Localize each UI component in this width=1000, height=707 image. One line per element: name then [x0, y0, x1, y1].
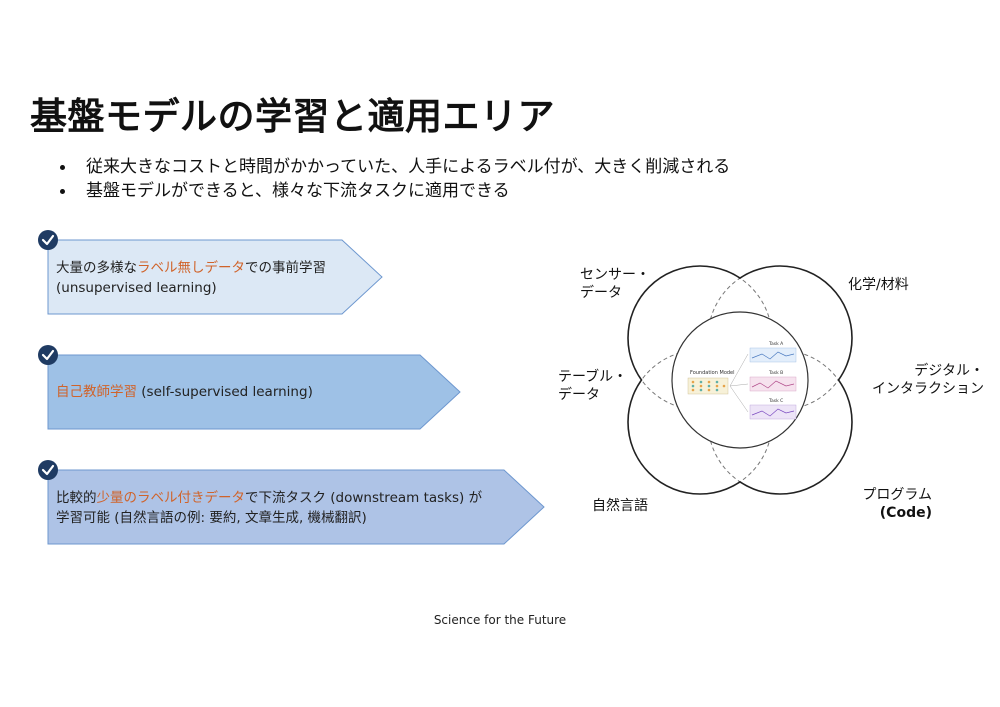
- task-c-curve: [751, 408, 795, 417]
- step-text-post: での事前学習: [245, 260, 326, 276]
- task-c-panel: [749, 404, 797, 420]
- step-unsupervised: 大量の多様なラベル無しデータでの事前学習 (unsupervised learn…: [38, 230, 383, 315]
- label-line: (Code): [879, 505, 932, 521]
- label-line: 化学/材料: [848, 277, 909, 293]
- bullet-text: 従来大きなコストと時間がかかっていた、人手によるラベル付が、大きく削減される: [86, 157, 731, 177]
- task-a-label: Task A: [768, 341, 784, 347]
- checkmark-icon: [38, 460, 58, 480]
- step-text: 比較的少量のラベル付きデータで下流タスク (downstream tasks) …: [56, 488, 482, 528]
- label-line: インタラクション: [872, 381, 984, 397]
- label-line: 自然言語: [592, 498, 648, 514]
- step-text-pre: 大量の多様な: [56, 260, 137, 276]
- step-arrow-shape: [47, 239, 383, 315]
- bullet-text: 基盤モデルができると、様々な下流タスクに適用できる: [86, 181, 510, 201]
- label-line: デジタル・: [914, 363, 984, 379]
- checkmark-icon: [38, 345, 58, 365]
- page-title: 基盤モデルの学習と適用エリア: [30, 95, 555, 138]
- venn-diagram: Foundation Model Task A Task B Task C: [627, 265, 853, 495]
- venn-outline: [740, 265, 853, 380]
- task-b-curve: [751, 380, 795, 389]
- task-c-label: Task C: [768, 398, 783, 404]
- venn-outline: [740, 380, 853, 495]
- step-text-pre: 比較的: [56, 490, 97, 506]
- step-text-line2: 学習可能 (自然言語の例: 要約, 文章生成, 機械翻訳): [56, 510, 367, 526]
- step-text: 大量の多様なラベル無しデータでの事前学習 (unsupervised learn…: [56, 258, 326, 298]
- label-digital-interaction: デジタル・ インタラクション: [866, 362, 984, 398]
- step-arrow-shape: [47, 469, 545, 545]
- bullet-item: 基盤モデルができると、様々な下流タスクに適用できる: [58, 179, 730, 203]
- label-line: プログラム: [862, 487, 932, 503]
- neural-net-icon: [687, 377, 729, 395]
- step-highlight: 自己教師学習: [56, 384, 137, 400]
- label-sensor-data: センサー・ データ: [580, 266, 650, 302]
- task-a-panel: [749, 347, 797, 363]
- task-b-label: Task B: [768, 370, 783, 376]
- label-table-data: テーブル・ データ: [558, 368, 627, 404]
- label-chemistry: 化学/材料: [848, 276, 909, 294]
- step-text: 自己教師学習 (self-supervised learning): [56, 382, 313, 402]
- step-highlight: 少量のラベル付きデータ: [96, 490, 246, 506]
- label-line: データ: [558, 387, 600, 403]
- step-text-line2: (unsupervised learning): [56, 280, 217, 296]
- checkmark-icon: [38, 230, 58, 250]
- label-line: センサー・: [580, 267, 650, 283]
- label-line: テーブル・: [558, 369, 628, 385]
- step-self-supervised: 自己教師学習 (self-supervised learning): [38, 345, 461, 430]
- step-highlight: ラベル無しデータ: [137, 260, 245, 276]
- venn-outline: [627, 265, 740, 380]
- task-connector-lines: [729, 353, 749, 413]
- bullet-list: 従来大きなコストと時間がかかっていた、人手によるラベル付が、大きく削減される 基…: [58, 155, 730, 203]
- bullet-dot: [60, 165, 65, 170]
- step-text-post: (self-supervised learning): [137, 384, 313, 400]
- step-downstream: 比較的少量のラベル付きデータで下流タスク (downstream tasks) …: [38, 460, 545, 545]
- task-a-curve: [751, 351, 795, 360]
- label-program: プログラム (Code): [858, 486, 932, 522]
- foundation-model-label: Foundation Model: [690, 370, 735, 376]
- step-arrow-shape: [47, 354, 461, 430]
- footer-text: Science for the Future: [433, 613, 567, 627]
- venn-outline: [627, 380, 740, 495]
- label-line: データ: [580, 285, 622, 301]
- label-natural-language: 自然言語: [592, 497, 648, 515]
- bullet-item: 従来大きなコストと時間がかかっていた、人手によるラベル付が、大きく削減される: [58, 155, 730, 179]
- bullet-dot: [60, 189, 65, 194]
- step-text-post: で下流タスク (downstream tasks) が: [245, 490, 483, 506]
